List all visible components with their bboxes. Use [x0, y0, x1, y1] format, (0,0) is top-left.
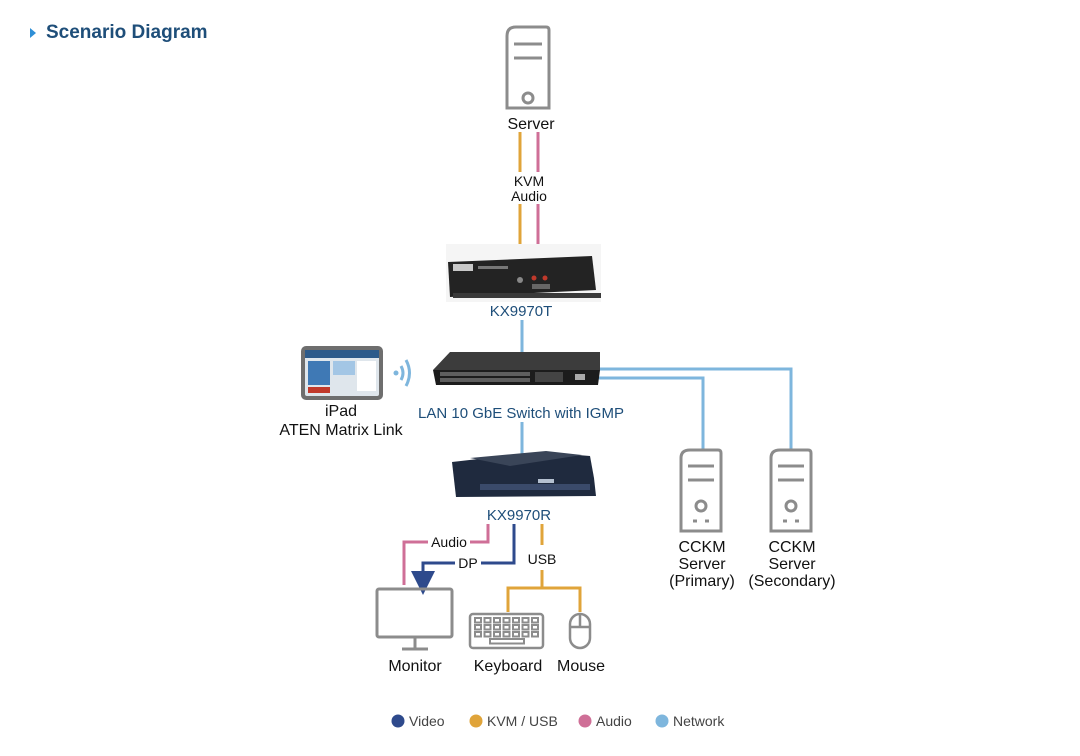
legend-kvm-usb-dot	[469, 714, 483, 728]
cckm-secondary-server-icon	[769, 448, 813, 533]
aten-matrix-link-label: ATEN Matrix Link	[279, 422, 403, 439]
legend-network-dot	[655, 714, 669, 728]
keyboard-key	[493, 624, 501, 631]
connections	[402, 132, 793, 612]
keyboard-key	[502, 624, 511, 631]
cckm-primary-label-3: (Primary)	[669, 573, 735, 590]
legend-video-dot	[391, 714, 405, 728]
server-kvm-label: KVM	[514, 173, 544, 189]
server-label: Server	[507, 116, 555, 133]
keyboard-key	[474, 624, 482, 631]
mouse-label: Mouse	[557, 658, 605, 675]
legend-network-label: Network	[673, 713, 725, 729]
page-title: Scenario Diagram	[30, 22, 208, 44]
keyboard-label: Keyboard	[474, 658, 543, 675]
keyboard-key	[483, 617, 492, 624]
cckm-secondary-label-3: (Secondary)	[748, 573, 835, 590]
kx9970r-device-icon	[452, 451, 596, 497]
keyboard-key	[502, 631, 511, 638]
keyboard-key	[531, 617, 539, 624]
monitor-label: Monitor	[388, 658, 442, 675]
keyboard-key	[474, 631, 482, 638]
legend-video-label: Video	[409, 713, 445, 729]
keyboard-spacebar	[489, 638, 525, 645]
keyboard-key	[521, 631, 530, 638]
keyboard-key	[474, 617, 482, 624]
legend-audio-label: Audio	[596, 713, 632, 729]
keyboard-key	[483, 631, 492, 638]
keyboard-key	[521, 624, 530, 631]
keyboard-key	[512, 631, 520, 638]
keyboard-key	[493, 631, 501, 638]
keyboard-key	[531, 624, 539, 631]
mouse-icon	[568, 612, 592, 650]
keyboard-key	[483, 624, 492, 631]
rx-audio-label: Audio	[431, 534, 467, 550]
keyboard-key	[502, 617, 511, 624]
rx-usb-label: USB	[528, 551, 557, 567]
legend-audio-dot	[578, 714, 592, 728]
usb-keyboard-line	[506, 586, 582, 612]
lan-switch-label: LAN 10 GbE Switch with IGMP	[418, 405, 624, 422]
title-bullet-icon	[30, 28, 36, 38]
keyboard-key	[493, 617, 501, 624]
cckm-secondary-label-2: Server	[768, 556, 816, 573]
cckm-secondary-label-1: CCKM	[768, 539, 815, 556]
server-icon	[505, 25, 551, 110]
keyboard-icon	[468, 612, 545, 650]
keyboard-key	[521, 617, 530, 624]
cckm-primary-server-icon	[679, 448, 723, 533]
legend: Video KVM / USB Audio Network	[391, 713, 725, 729]
rx-dp-line	[411, 524, 516, 595]
title-text: Scenario Diagram	[46, 22, 208, 43]
cckm-primary-label-2: Server	[678, 556, 726, 573]
keyboard-key	[512, 624, 520, 631]
switch-cckm-secondary-network-line	[598, 367, 793, 450]
kx9970t-device-icon	[446, 244, 601, 302]
monitor-icon	[375, 587, 454, 651]
keyboard-key	[531, 631, 539, 638]
ipad-icon	[301, 346, 383, 400]
kx9970t-label: KX9970T	[490, 303, 553, 320]
legend-kvm-usb-label: KVM / USB	[487, 713, 558, 729]
lan-switch-icon	[433, 352, 600, 385]
switch-cckm-primary-network-line	[596, 376, 705, 450]
kx9970r-label: KX9970R	[487, 507, 551, 524]
ipad-label: iPad	[325, 403, 357, 420]
rx-dp-label: DP	[458, 555, 477, 571]
wifi-icon	[393, 359, 411, 387]
server-audio-label: Audio	[511, 188, 547, 204]
cckm-primary-label-1: CCKM	[678, 539, 725, 556]
keyboard-key	[512, 617, 520, 624]
